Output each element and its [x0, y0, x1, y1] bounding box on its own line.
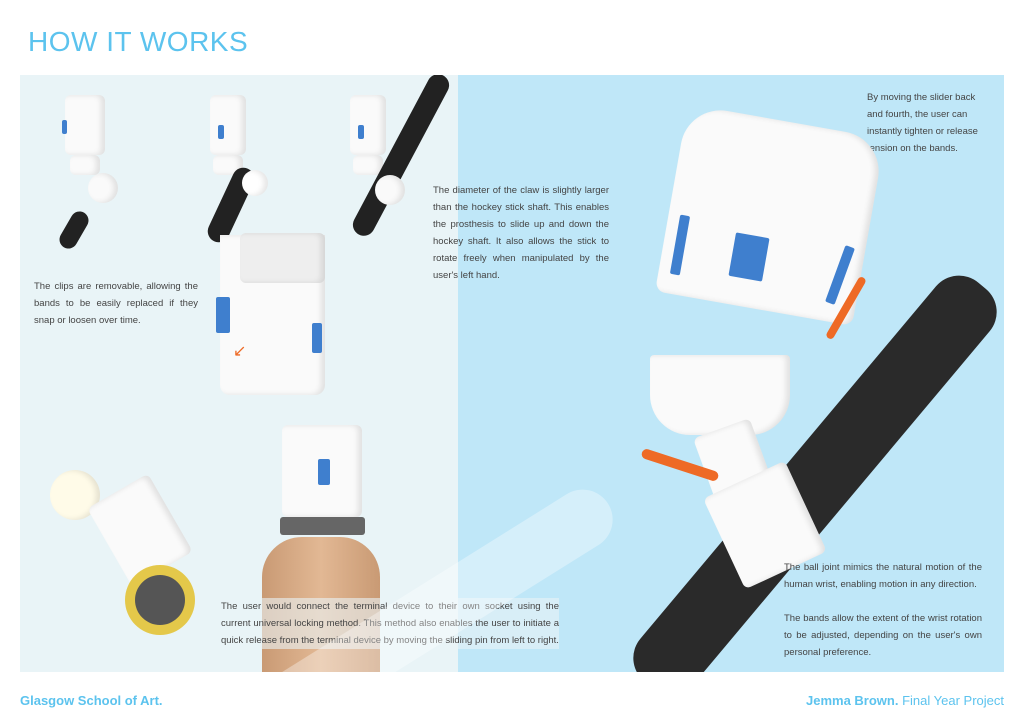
- caption-claw: The diameter of the claw is slightly lar…: [433, 185, 609, 281]
- illustration-panel: ↙ The clips are removable, allowing the …: [20, 75, 1004, 672]
- footer-project: Final Year Project: [902, 693, 1004, 708]
- caption-bands: The bands allow the extent of the wrist …: [784, 613, 982, 658]
- caption-clips: The clips are removable, allowing the ba…: [34, 281, 198, 326]
- caption-slider: By moving the slider back and fourth, th…: [867, 92, 978, 154]
- caption-socket: The user would connect the terminal devi…: [221, 598, 559, 649]
- footer-school: Glasgow School of Art.: [20, 693, 163, 708]
- footer-credit: Jemma Brown. Final Year Project: [806, 693, 1004, 708]
- footer-author: Jemma Brown.: [805, 693, 899, 708]
- caption-ball-joint: The ball joint mimics the natural motion…: [784, 562, 982, 590]
- page-title: HOW IT WORKS: [28, 26, 249, 57]
